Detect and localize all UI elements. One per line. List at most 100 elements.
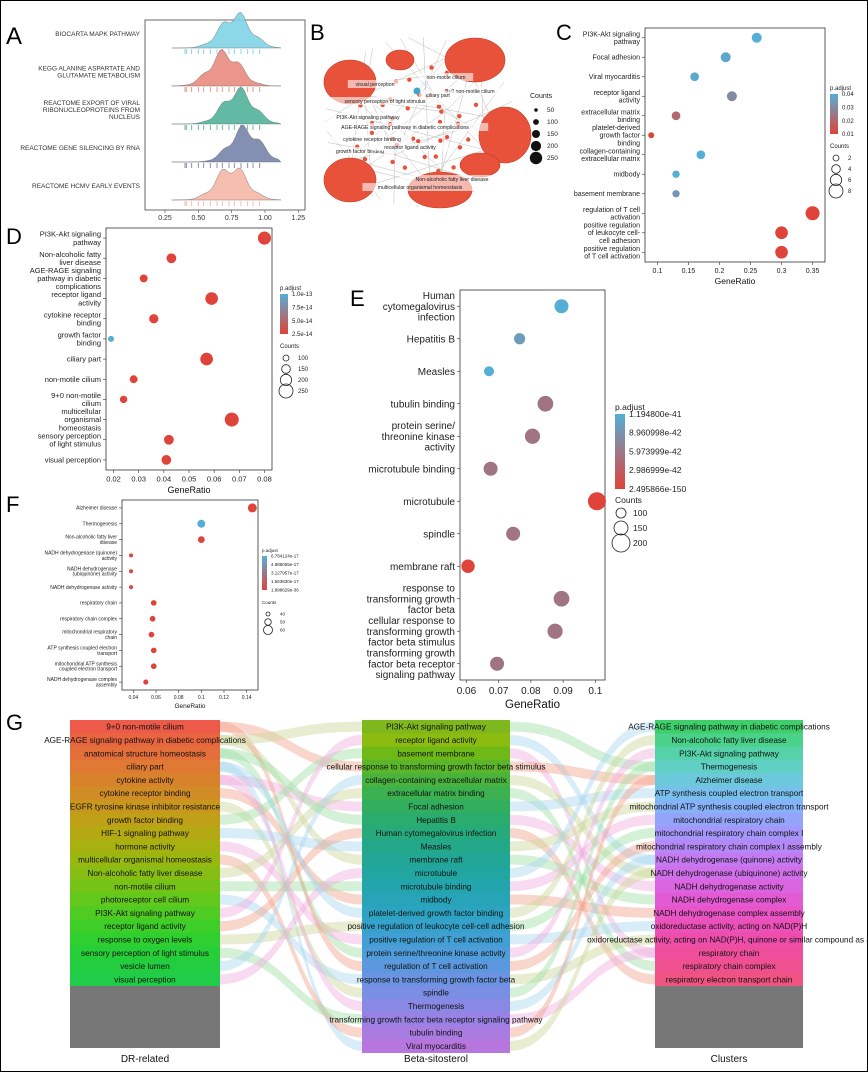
panel-letter-f: F xyxy=(6,492,19,517)
sankey-stratum-label: ciliary part xyxy=(126,763,164,772)
x-tick-label-line: 1.25 xyxy=(292,215,306,222)
sankey-stratum xyxy=(362,892,510,907)
x-tick-label-line: 0.25 xyxy=(158,215,172,222)
sankey-stratum-label-line: Focal adhesion xyxy=(408,802,464,811)
sankey-stratum xyxy=(70,813,220,827)
x-tick-label-line: 0.2 xyxy=(715,268,725,275)
term-label-line: response to xyxy=(403,583,456,594)
network-node-label-line: growth factor binding xyxy=(336,149,384,155)
term-label-line: activity xyxy=(102,556,118,562)
term-label-line: mitochondrial respiratory xyxy=(62,630,117,636)
sankey-stratum-label: cytokine receptor binding xyxy=(99,789,190,798)
x-tick-label-line: 0.1 xyxy=(198,695,205,701)
sankey-flow xyxy=(510,788,655,812)
size-legend-label: 6 xyxy=(848,178,852,184)
sankey-stratum-label: microtubule binding xyxy=(400,882,471,891)
term-label-line: PI3K-Akt signaling xyxy=(40,230,101,239)
network-node-cluster xyxy=(478,106,532,164)
term-label-line: binding xyxy=(77,318,101,327)
color-legend-title: p.adjust xyxy=(830,86,851,92)
sankey-flow xyxy=(510,854,655,1011)
size-legend-title-line: Counts xyxy=(615,495,642,505)
network-node xyxy=(415,138,421,144)
sankey-flow xyxy=(510,748,655,958)
term-label-line: AGE-RAGE signaling xyxy=(30,266,101,275)
x-tick-label-line: 0.35 xyxy=(806,268,820,275)
term-label-line: microtubule binding xyxy=(368,464,455,475)
ridge-category-label: BIOCARTA MAPK PATHWAY xyxy=(55,31,140,38)
network-node-label-line: receptor ligand activity xyxy=(384,145,436,151)
sankey-stratum xyxy=(70,799,220,814)
sankey-stratum-label: sensory perception of light stimulus xyxy=(81,949,209,958)
x-tick-label: 0.05 xyxy=(182,475,197,484)
x-tick-label-line: 0.04 xyxy=(157,475,172,484)
sankey-stratum-label-line: extracellular matrix binding xyxy=(387,789,485,798)
ridge-category-label-line: BIOCARTA MAPK PATHWAY xyxy=(55,31,140,38)
sankey-flow xyxy=(510,894,655,918)
term-label-line: basement membrane xyxy=(574,191,640,198)
sankey-stratum xyxy=(362,813,510,827)
sankey-stratum xyxy=(655,906,803,920)
network-label-bg xyxy=(418,73,474,81)
sankey-stratum-label: membrane raft xyxy=(409,856,463,865)
term-label: Hepatitis B xyxy=(407,334,456,345)
term-label: spindle xyxy=(423,529,455,540)
sankey-stratum-label: NADH dehydrogenase activity xyxy=(674,882,784,891)
term-label-line: 9+0 non-motile xyxy=(51,391,101,400)
x-tick-label: 0.09 xyxy=(553,686,573,697)
term-label-line: NADH dehydrogenase xyxy=(67,566,117,572)
network-label-bg xyxy=(332,135,412,143)
legend-size-label-line: 150 xyxy=(547,131,558,138)
term-label-line: midbody xyxy=(614,172,641,179)
sankey-flow xyxy=(220,894,362,985)
sankey-stratum-na xyxy=(70,986,220,1048)
x-tick-label: 0.25 xyxy=(744,268,758,275)
ridge-density xyxy=(171,124,282,163)
sankey-stratum-label-line: tubulin binding xyxy=(410,1029,463,1038)
legend-title-line: Counts xyxy=(530,93,553,100)
x-tick-label: 1.00 xyxy=(258,215,272,222)
size-legend-title-line: Counts xyxy=(262,600,277,605)
size-legend-label: 150 xyxy=(298,367,309,373)
size-legend-circle xyxy=(263,625,273,635)
sankey-stratum-label-line: response to oxygen levels xyxy=(98,935,193,944)
sankey-stratum-label-line: respiratory electron transport chain xyxy=(666,975,793,984)
network-node xyxy=(439,109,444,114)
sankey-stratum-label-line: Non-alcoholic fatty liver disease xyxy=(87,869,203,878)
panel-letter-e: E xyxy=(350,286,365,311)
data-point xyxy=(483,461,498,476)
color-legend-tick-line: 1.0e-13 xyxy=(292,292,313,298)
sankey-stratum-label-line: NADH dehydrogenase (ubiquinone) activity xyxy=(650,869,808,878)
sankey-stratum xyxy=(362,946,510,960)
sankey-stratum-label-line: spindle xyxy=(423,989,449,998)
size-legend-circle xyxy=(278,383,294,399)
data-point xyxy=(163,434,174,445)
x-tick-label-line: 0.03 xyxy=(131,475,146,484)
term-label-line: PI3K-Akt signaling xyxy=(583,31,640,38)
size-legend-label: 100 xyxy=(298,356,309,362)
network-node-label-line: multicellular organismal homeostasis xyxy=(378,185,463,191)
network-label-bg xyxy=(326,147,394,155)
color-legend-tick-line: 0.02 xyxy=(842,119,854,125)
sankey-stratum xyxy=(70,892,220,907)
data-point xyxy=(139,274,148,283)
sankey-stratum-label: oxidoreductase activity, acting on NAD(P… xyxy=(587,935,868,944)
color-legend-tick-line: 8.960998e-42 xyxy=(629,428,682,438)
network-label-bg xyxy=(436,87,504,95)
sankey-stratum xyxy=(70,733,220,748)
sankey-stratum-label-line: non-motile cilium xyxy=(114,882,176,891)
sankey-stratum-label: multicellular organismal homeostasis xyxy=(78,856,212,865)
sankey-stratum xyxy=(70,972,220,987)
sankey-stratum-label: positive regulation of T cell activation xyxy=(369,935,503,944)
size-legend-label-line: 100 xyxy=(633,508,647,518)
sankey-stratum xyxy=(655,720,803,734)
data-point xyxy=(514,333,526,345)
term-label-line: organismal xyxy=(64,415,101,424)
size-legend-label: 150 xyxy=(633,523,647,533)
sankey-stratum-label: growth factor binding xyxy=(107,816,183,825)
network-node xyxy=(451,165,456,170)
